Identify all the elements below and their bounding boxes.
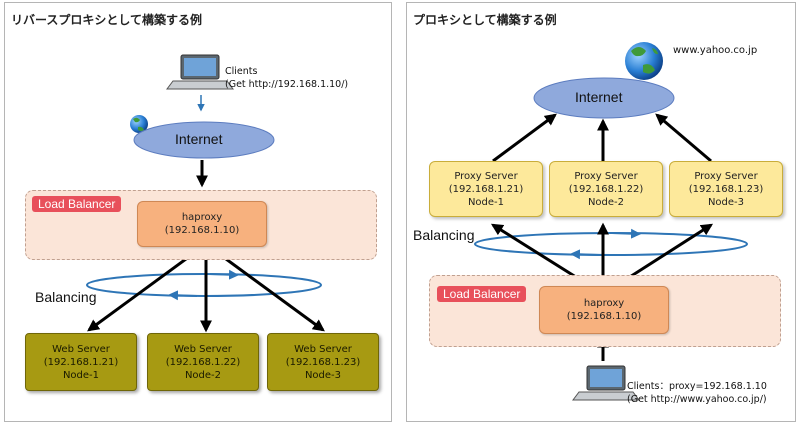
web-server-node-1: Web Server (192.168.1.21) Node-1 <box>25 333 137 391</box>
ring-direction-arrow <box>570 249 600 260</box>
balancing-label: Balancing <box>35 289 97 305</box>
ring-direction-arrow <box>168 290 198 301</box>
node3-to-internet-arrow <box>655 113 712 163</box>
reverse-proxy-diagram <box>86 54 325 333</box>
lb-to-node3-arrow <box>210 246 325 332</box>
globe-icon <box>130 115 148 133</box>
node1-to-internet-arrow <box>492 113 557 163</box>
panel-title: リバースプロキシとして構築する例 <box>11 13 203 27</box>
forward-proxy-panel: プロキシとして構築する例 <box>406 2 796 422</box>
clients-label: Clients (Get http://192.168.1.10/) <box>225 66 349 90</box>
ring-direction-arrow <box>209 269 239 280</box>
proxy-server-node-3: Proxy Server (192.168.1.23) Node-3 <box>669 161 783 217</box>
clients-label: Clients：proxy=192.168.1.10 (Get http://w… <box>627 381 767 405</box>
lb-to-node1-arrow <box>87 246 202 332</box>
proxy-server-node-1: Proxy Server (192.168.1.21) Node-1 <box>429 161 543 217</box>
internet-label: Internet <box>575 89 623 105</box>
proxy-server-node-2: Proxy Server (192.168.1.22) Node-2 <box>549 161 663 217</box>
balancing-ring <box>86 273 322 297</box>
laptop-icon <box>572 365 640 401</box>
forward-proxy-diagram <box>474 42 748 401</box>
haproxy-box: haproxy (192.168.1.10) <box>539 286 669 334</box>
globe-icon <box>625 42 663 80</box>
panel-title: プロキシとして構築する例 <box>413 13 557 27</box>
web-server-node-2: Web Server (192.168.1.22) Node-2 <box>147 333 259 391</box>
internet-label: Internet <box>175 131 223 147</box>
laptop-icon <box>166 54 234 90</box>
reverse-proxy-panel: リバースプロキシとして構築する例 <box>4 2 392 422</box>
haproxy-box: haproxy (192.168.1.10) <box>137 201 267 247</box>
web-server-node-3: Web Server (192.168.1.23) Node-3 <box>267 333 379 391</box>
internet-cloud <box>133 121 275 159</box>
ring-direction-arrow <box>611 228 641 239</box>
load-balancer-tag: Load Balancer <box>32 196 122 212</box>
balancing-ring <box>474 232 748 256</box>
site-label: www.yahoo.co.jp <box>673 45 758 56</box>
load-balancer-tag: Load Balancer <box>437 286 527 302</box>
balancing-label: Balancing <box>413 227 475 243</box>
internet-cloud <box>533 77 675 119</box>
